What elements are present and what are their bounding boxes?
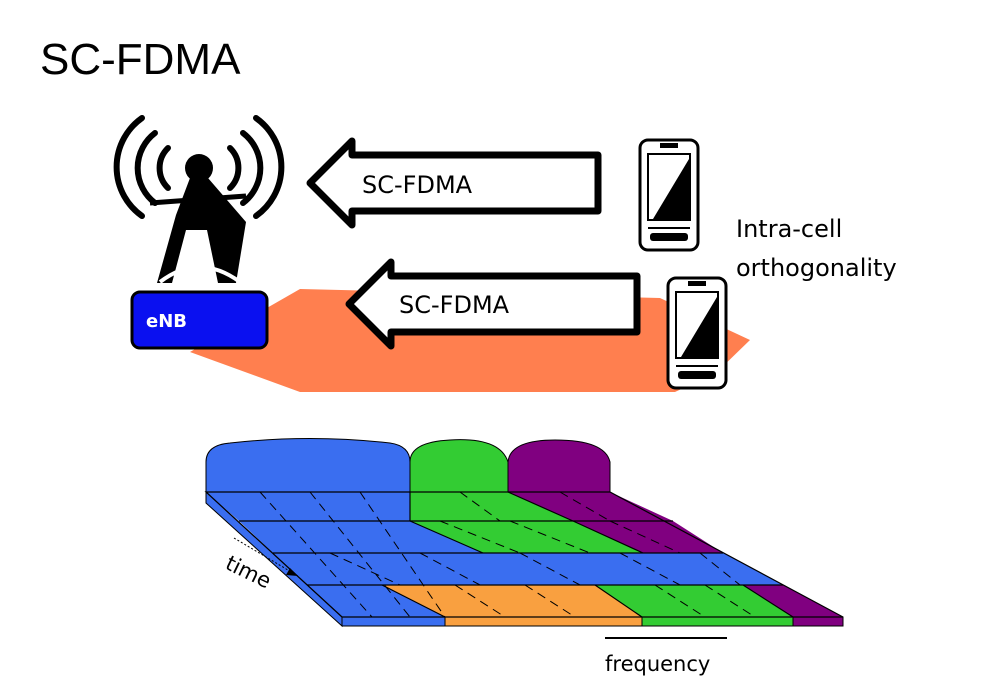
mobile-phone-icon [666,276,728,390]
mobile-phone-icon [638,138,700,252]
grid-row-2 [239,521,483,553]
uplink-arrow-upper: SC-FDMA [306,137,602,229]
annotation-line-2: orthogonality [736,254,897,282]
arrow-label-upper: SC-FDMA [362,171,473,199]
spectrum-hump-green [409,439,509,493]
page-title: SC-FDMA [40,35,241,84]
uplink-arrow-lower: SC-FDMA [345,258,641,350]
spectrum-hump-purple [507,439,611,493]
antenna-tower-icon [113,115,285,284]
frequency-label: frequency [605,652,710,676]
spectrum-hump-blue [205,438,411,493]
enb-label: eNB [146,311,187,332]
grid-row-4 [307,585,445,617]
grid-row-1 [206,492,410,521]
annotation-line-1: Intra-cell [736,215,842,243]
grid-row-3 [273,553,783,585]
enb-box: eNB [130,290,269,350]
resource-grid [204,438,844,628]
frequency-axis: frequency [605,637,727,676]
arrow-label-lower: SC-FDMA [399,291,510,319]
